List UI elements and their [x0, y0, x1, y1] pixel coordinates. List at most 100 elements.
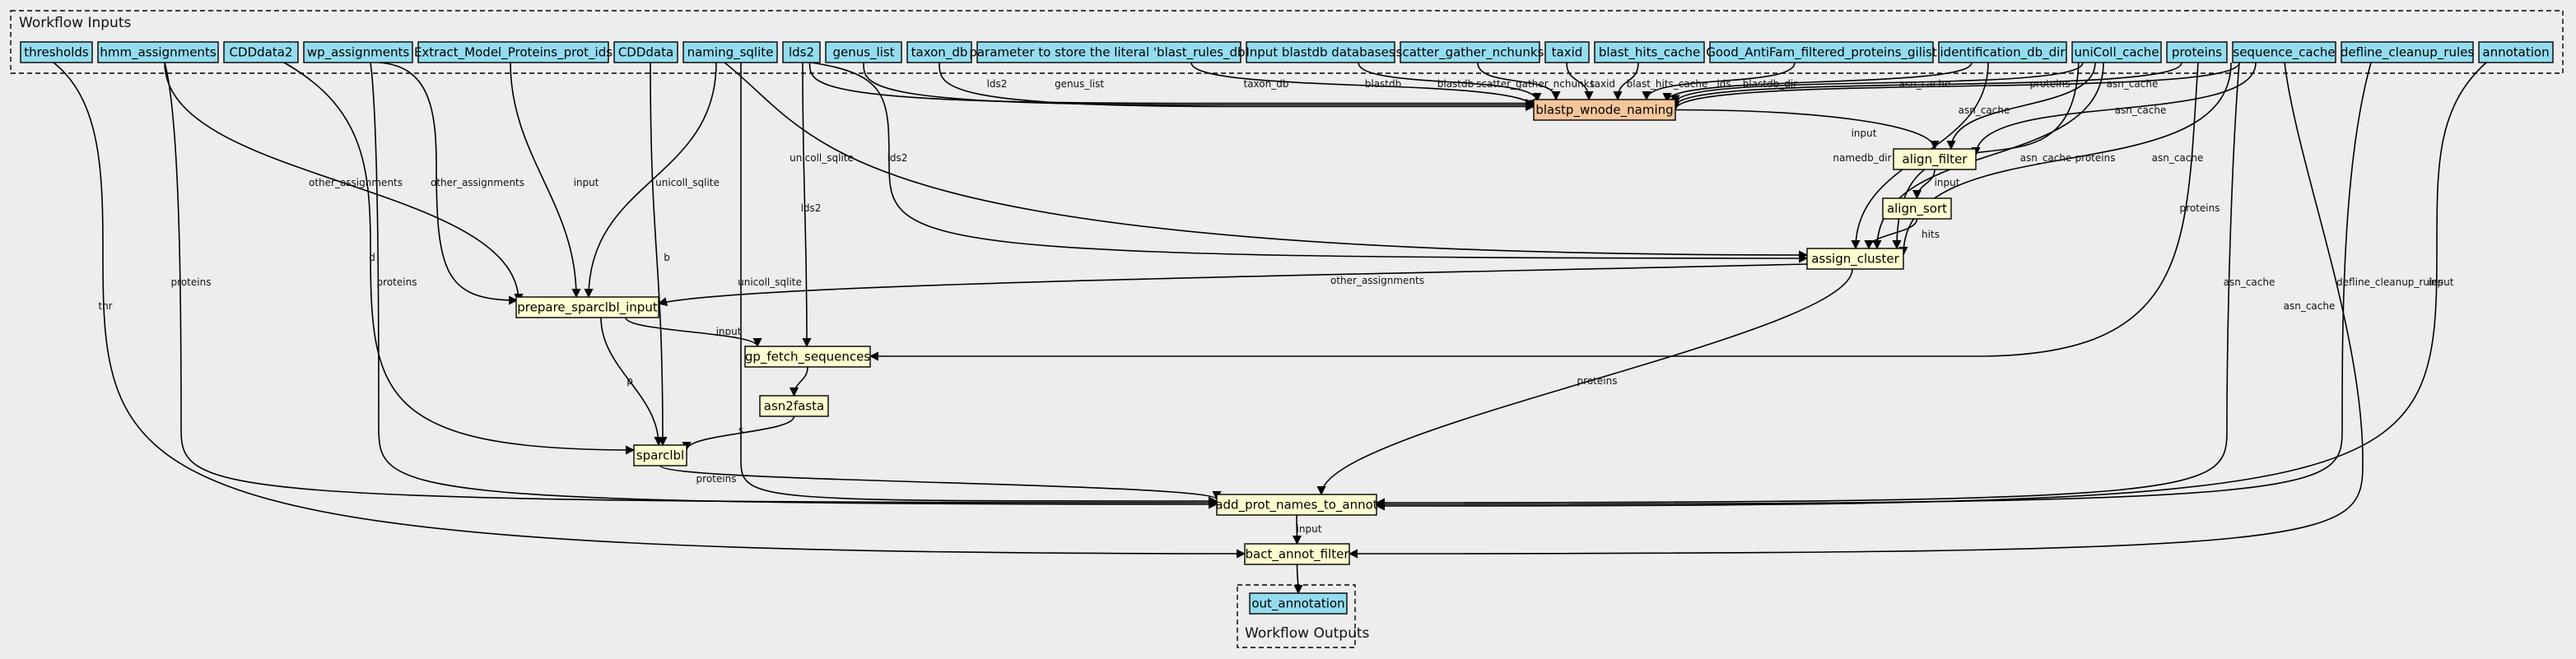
edge-label: proteins [377, 276, 417, 288]
node-sequence-cache[interactable]: sequence_cache [2232, 41, 2336, 63]
node-scatter-gather-nchunks[interactable]: scatter_gather_nchunks [1396, 41, 1544, 63]
node-input-blastdb[interactable]: Input blastdb databases [1246, 41, 1395, 63]
edge-label: input [1935, 177, 1960, 188]
node-box [2232, 41, 2336, 63]
edge-genus-list-1 [863, 62, 1535, 110]
node-proteins[interactable]: proteins [2166, 41, 2228, 63]
node-label: hmm_assignments [100, 45, 216, 61]
node-label: naming_sqlite [687, 45, 774, 61]
node-align-sort[interactable]: align_sort [1882, 197, 1952, 220]
node-annotation[interactable]: annotation [2478, 41, 2554, 63]
node-box [417, 41, 609, 63]
node-wp-assignments[interactable]: wp_assignments [303, 41, 413, 63]
node-box [2341, 41, 2474, 63]
node-naming-sqlite[interactable]: naming_sqlite [682, 41, 778, 63]
edge-unicoll-cache-10 [1670, 62, 2084, 104]
edge-proteins-20 [1892, 53, 2080, 250]
node-box [2166, 41, 2228, 63]
workflow-outputs-label: Workflow Outputs [1245, 625, 1370, 642]
node-label: align_filter [1903, 152, 1968, 168]
edge-input-blastdb-4 [1358, 62, 1542, 103]
node-asn2fasta[interactable]: asn2fasta [759, 395, 829, 417]
edge-label: unicoll_sqlite [738, 276, 802, 288]
node-label: blastp_wnode_naming [1535, 103, 1673, 118]
edge-label: proteins [2180, 202, 2220, 214]
edge-label: asn_cache [2152, 152, 2204, 164]
edge-identification-db-dir-9 [1662, 62, 1973, 103]
edge-label: input [716, 326, 742, 337]
edge-prepare-sparclbl-input-29 [625, 317, 762, 348]
edge-good-antifam-8 [1642, 62, 1796, 101]
edge-label: asn_cache [1899, 78, 1951, 90]
edge-prepare-sparclbl-input-34 [600, 317, 664, 447]
edge-label: lds2 [887, 152, 908, 164]
node-extract-model-proteins-prot-ids[interactable]: Extract_Model_Proteins_prot_ids [414, 41, 613, 63]
edge-label: input [2429, 276, 2454, 288]
node-out-annotation[interactable]: out_annotation [1249, 592, 1348, 615]
edge-sparclbl-37 [659, 465, 1222, 501]
node-genus-list[interactable]: genus_list [825, 41, 902, 63]
node-taxon-db[interactable]: taxon_db [906, 41, 972, 63]
node-align-filter[interactable]: align_filter [1893, 148, 1977, 170]
node-label: lds2 [789, 45, 814, 60]
node-cdddata[interactable]: CDDdata [613, 41, 678, 63]
edge-taxon-db-2 [939, 62, 1535, 112]
node-box [20, 41, 93, 63]
node-gp-fetch-sequences[interactable]: gp_fetch_sequences [744, 346, 871, 368]
node-cdddata2[interactable]: CDDdata2 [223, 41, 299, 63]
node-label: out_annotation [1251, 596, 1344, 612]
edge-label: asn_cache [2020, 152, 2072, 164]
edge-naming-sqlite-40 [740, 62, 1218, 506]
edge-assign-cluster-24 [657, 263, 1808, 307]
node-box [1246, 41, 1395, 63]
node-assign-cluster[interactable]: assign_cluster [1806, 248, 1904, 270]
node-label: sequence_cache [2233, 45, 2335, 61]
edge-label: blast_hits_cache [1627, 78, 1708, 90]
edge-label: other_assignments [309, 177, 403, 188]
edge-sequence-cache-42 [1375, 62, 2240, 508]
node-bact-annot-filter[interactable]: bact_annot_filter [1244, 543, 1350, 565]
edge-scatter-gather-nchunks-5 [1477, 62, 1561, 101]
edge-label: p [627, 375, 633, 387]
edge-align-sort-17 [1864, 218, 1918, 250]
node-add-prot-names-to-annot[interactable]: add_prot_names_to_annot [1215, 494, 1378, 516]
edge-annotation-44 [1375, 62, 2487, 511]
node-label: gp_fetch_sequences [745, 350, 870, 365]
node-good-antifam[interactable]: Good_AntiFam_filtered_proteins_gilist [1706, 41, 1937, 63]
edge-wp-assignments-26 [378, 62, 519, 305]
edge-label: blastdb [1365, 78, 1402, 90]
node-blastp-wnode-naming[interactable]: blastp_wnode_naming [1533, 99, 1676, 121]
node-thresholds[interactable]: thresholds [20, 41, 93, 63]
workflow-inputs-cluster [10, 10, 2564, 74]
node-box [759, 395, 829, 417]
node-blast-rules-param[interactable]: parameter to store the literal 'blast_ru… [969, 41, 1249, 63]
node-defline-cleanup-rules[interactable]: defline_cleanup_rules [2341, 41, 2475, 63]
edge-label: input [574, 177, 599, 188]
edge-label: thr [98, 300, 112, 312]
node-box [906, 41, 972, 63]
workflow-inputs-label: Workflow Inputs [19, 15, 131, 31]
edge-lds2-22 [810, 62, 1809, 263]
edge-lds2-0 [808, 62, 1535, 109]
node-label: taxon_db [911, 45, 968, 61]
node-hmm-assignments[interactable]: hmm_assignments [97, 41, 219, 63]
node-unicoll-cache[interactable]: uniColl_cache [2071, 41, 2162, 63]
edge-extract-model-proteins-prot-ids-27 [510, 62, 581, 299]
node-lds2[interactable]: lds2 [782, 41, 821, 63]
node-prepare-sparclbl-input[interactable]: prepare_sparclbl_input [515, 296, 659, 318]
edge-label: taxon_db [1244, 78, 1289, 90]
node-label: taxid [1552, 45, 1583, 60]
node-taxid[interactable]: taxid [1544, 41, 1590, 63]
node-box [825, 41, 902, 63]
edge-label: unicoll_sqlite [655, 177, 720, 188]
node-sparclbl[interactable]: sparclbl [633, 444, 687, 466]
node-identification-db-dir[interactable]: identification_db_dir [1938, 41, 2067, 63]
edge-label: taxid [1591, 78, 1615, 90]
edge-unicoll-cache-14 [1946, 62, 2096, 151]
node-blast-hits-cache[interactable]: blast_hits_cache [1594, 41, 1705, 63]
node-label: sparclbl [636, 448, 684, 463]
edge-label: proteins [1577, 375, 1618, 387]
node-label: Input blastdb databases [1246, 45, 1395, 60]
node-box [1249, 592, 1348, 615]
node-box [1544, 41, 1590, 63]
